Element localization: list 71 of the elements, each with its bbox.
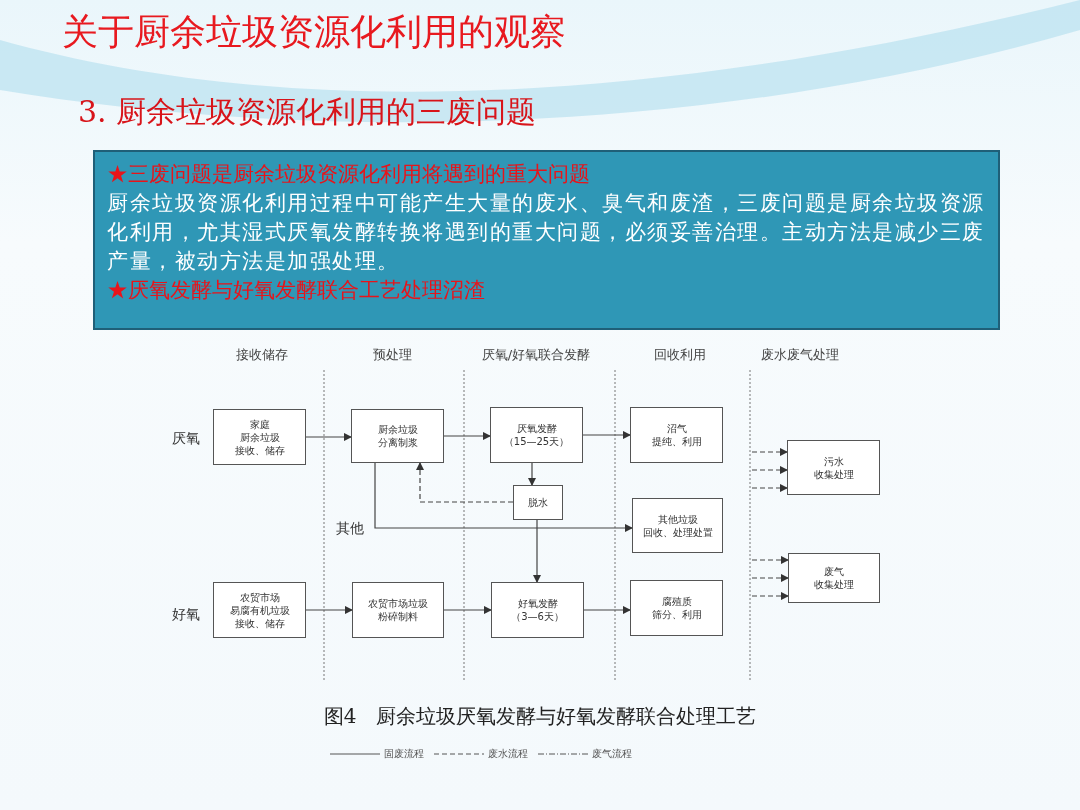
- arrow: [751, 591, 790, 601]
- arrow: [583, 605, 632, 615]
- box-text: （3—6天）: [511, 610, 564, 623]
- box-text: 接收、储存: [234, 443, 285, 457]
- column-heading: 厌氧/好氧联合发酵: [481, 346, 591, 364]
- box-text: 收集处理: [813, 467, 854, 481]
- process-box: [630, 407, 723, 463]
- legend-text: 废水流程: [488, 747, 528, 761]
- arrow: [443, 605, 493, 615]
- process-box: [491, 582, 584, 638]
- arrow: [751, 483, 789, 493]
- subtitle: 3. 厨余垃圾资源化利用的三废问题: [78, 93, 537, 131]
- column-heading: 回收利用: [654, 346, 706, 364]
- arrow: [751, 465, 789, 475]
- arrow: [527, 462, 537, 487]
- arrow: [751, 555, 790, 565]
- column-heading: 预处理: [372, 346, 412, 364]
- arrow: [582, 430, 632, 440]
- caption: 图4 厨余垃圾厌氧发酵与好氧发酵联合处理工艺: [322, 703, 758, 730]
- box-text: 农贸市场垃圾: [368, 597, 428, 610]
- title: 关于厨余垃圾资源化利用的观察: [62, 10, 566, 54]
- process-box: [632, 498, 723, 553]
- edge-label: 其他: [336, 520, 364, 538]
- column-heading: 废水废气处理: [761, 346, 839, 364]
- arrow: [751, 447, 789, 457]
- box-text: 粉碎制料: [378, 610, 418, 623]
- process-box: [213, 409, 306, 465]
- box-text: 厨余垃圾: [239, 430, 280, 444]
- box-text: 污水: [823, 454, 844, 468]
- arrow: [532, 519, 542, 584]
- process-box: [787, 440, 880, 495]
- box-text: 提纯、利用: [651, 435, 702, 448]
- box-text: 脱水: [528, 496, 548, 509]
- row-label: 厌氧: [172, 430, 200, 448]
- box-text: 其他垃圾: [657, 512, 698, 526]
- arrow: [443, 431, 492, 441]
- legend-text: 废气流程: [592, 747, 632, 761]
- box-text: 接收、储存: [234, 616, 285, 630]
- process-box: [213, 582, 306, 638]
- box-text: 沼气: [666, 422, 687, 435]
- process-box: [352, 582, 444, 638]
- box-text: 腐殖质: [661, 595, 692, 608]
- box-text: 好氧发酵: [517, 597, 558, 610]
- box-text: 厨余垃圾: [377, 423, 418, 436]
- arrow: [305, 432, 353, 442]
- arrow: [374, 462, 634, 533]
- box-text: 回收、处理处置: [642, 525, 713, 539]
- box-text: 易腐有机垃圾: [229, 603, 290, 617]
- box-text: 筛分、利用: [651, 608, 702, 621]
- process-box: [490, 407, 583, 463]
- column-heading: 接收储存: [236, 346, 288, 364]
- process-box: [630, 580, 723, 636]
- box-text: 分离制浆: [377, 436, 418, 449]
- box-text: 废气: [824, 565, 844, 578]
- box-text: 家庭: [249, 417, 270, 431]
- arrow: [751, 573, 790, 583]
- arrow: [415, 461, 514, 503]
- arrow: [305, 605, 354, 615]
- panel-heading: ★厌氧发酵与好氧发酵联合工艺处理沼渣: [107, 277, 486, 304]
- legend-text: 固废流程: [384, 747, 424, 761]
- text-panel: [93, 150, 1000, 330]
- box-text: （15—25天）: [503, 435, 570, 448]
- box-text: 收集处理: [814, 578, 854, 591]
- row-label: 好氧: [172, 606, 200, 624]
- box-text: 农贸市场: [239, 590, 280, 604]
- process-box: [513, 485, 563, 520]
- process-box: [351, 409, 444, 463]
- box-text: 厌氧发酵: [516, 422, 557, 435]
- panel-paragraph: 厨余垃圾资源化利用过程中可能产生大量的废水、臭气和废渣，三废问题是厨余垃圾资源化利用，尤其湿式厌氧发酵转换将遇到的重大问题，必须妥善治理。主动方法是减少三废产量，被动方法是加强处理。: [107, 190, 986, 275]
- panel-heading: ★三废问题是厨余垃圾资源化利用将遇到的重大问题: [107, 161, 591, 188]
- process-box: [788, 553, 880, 603]
